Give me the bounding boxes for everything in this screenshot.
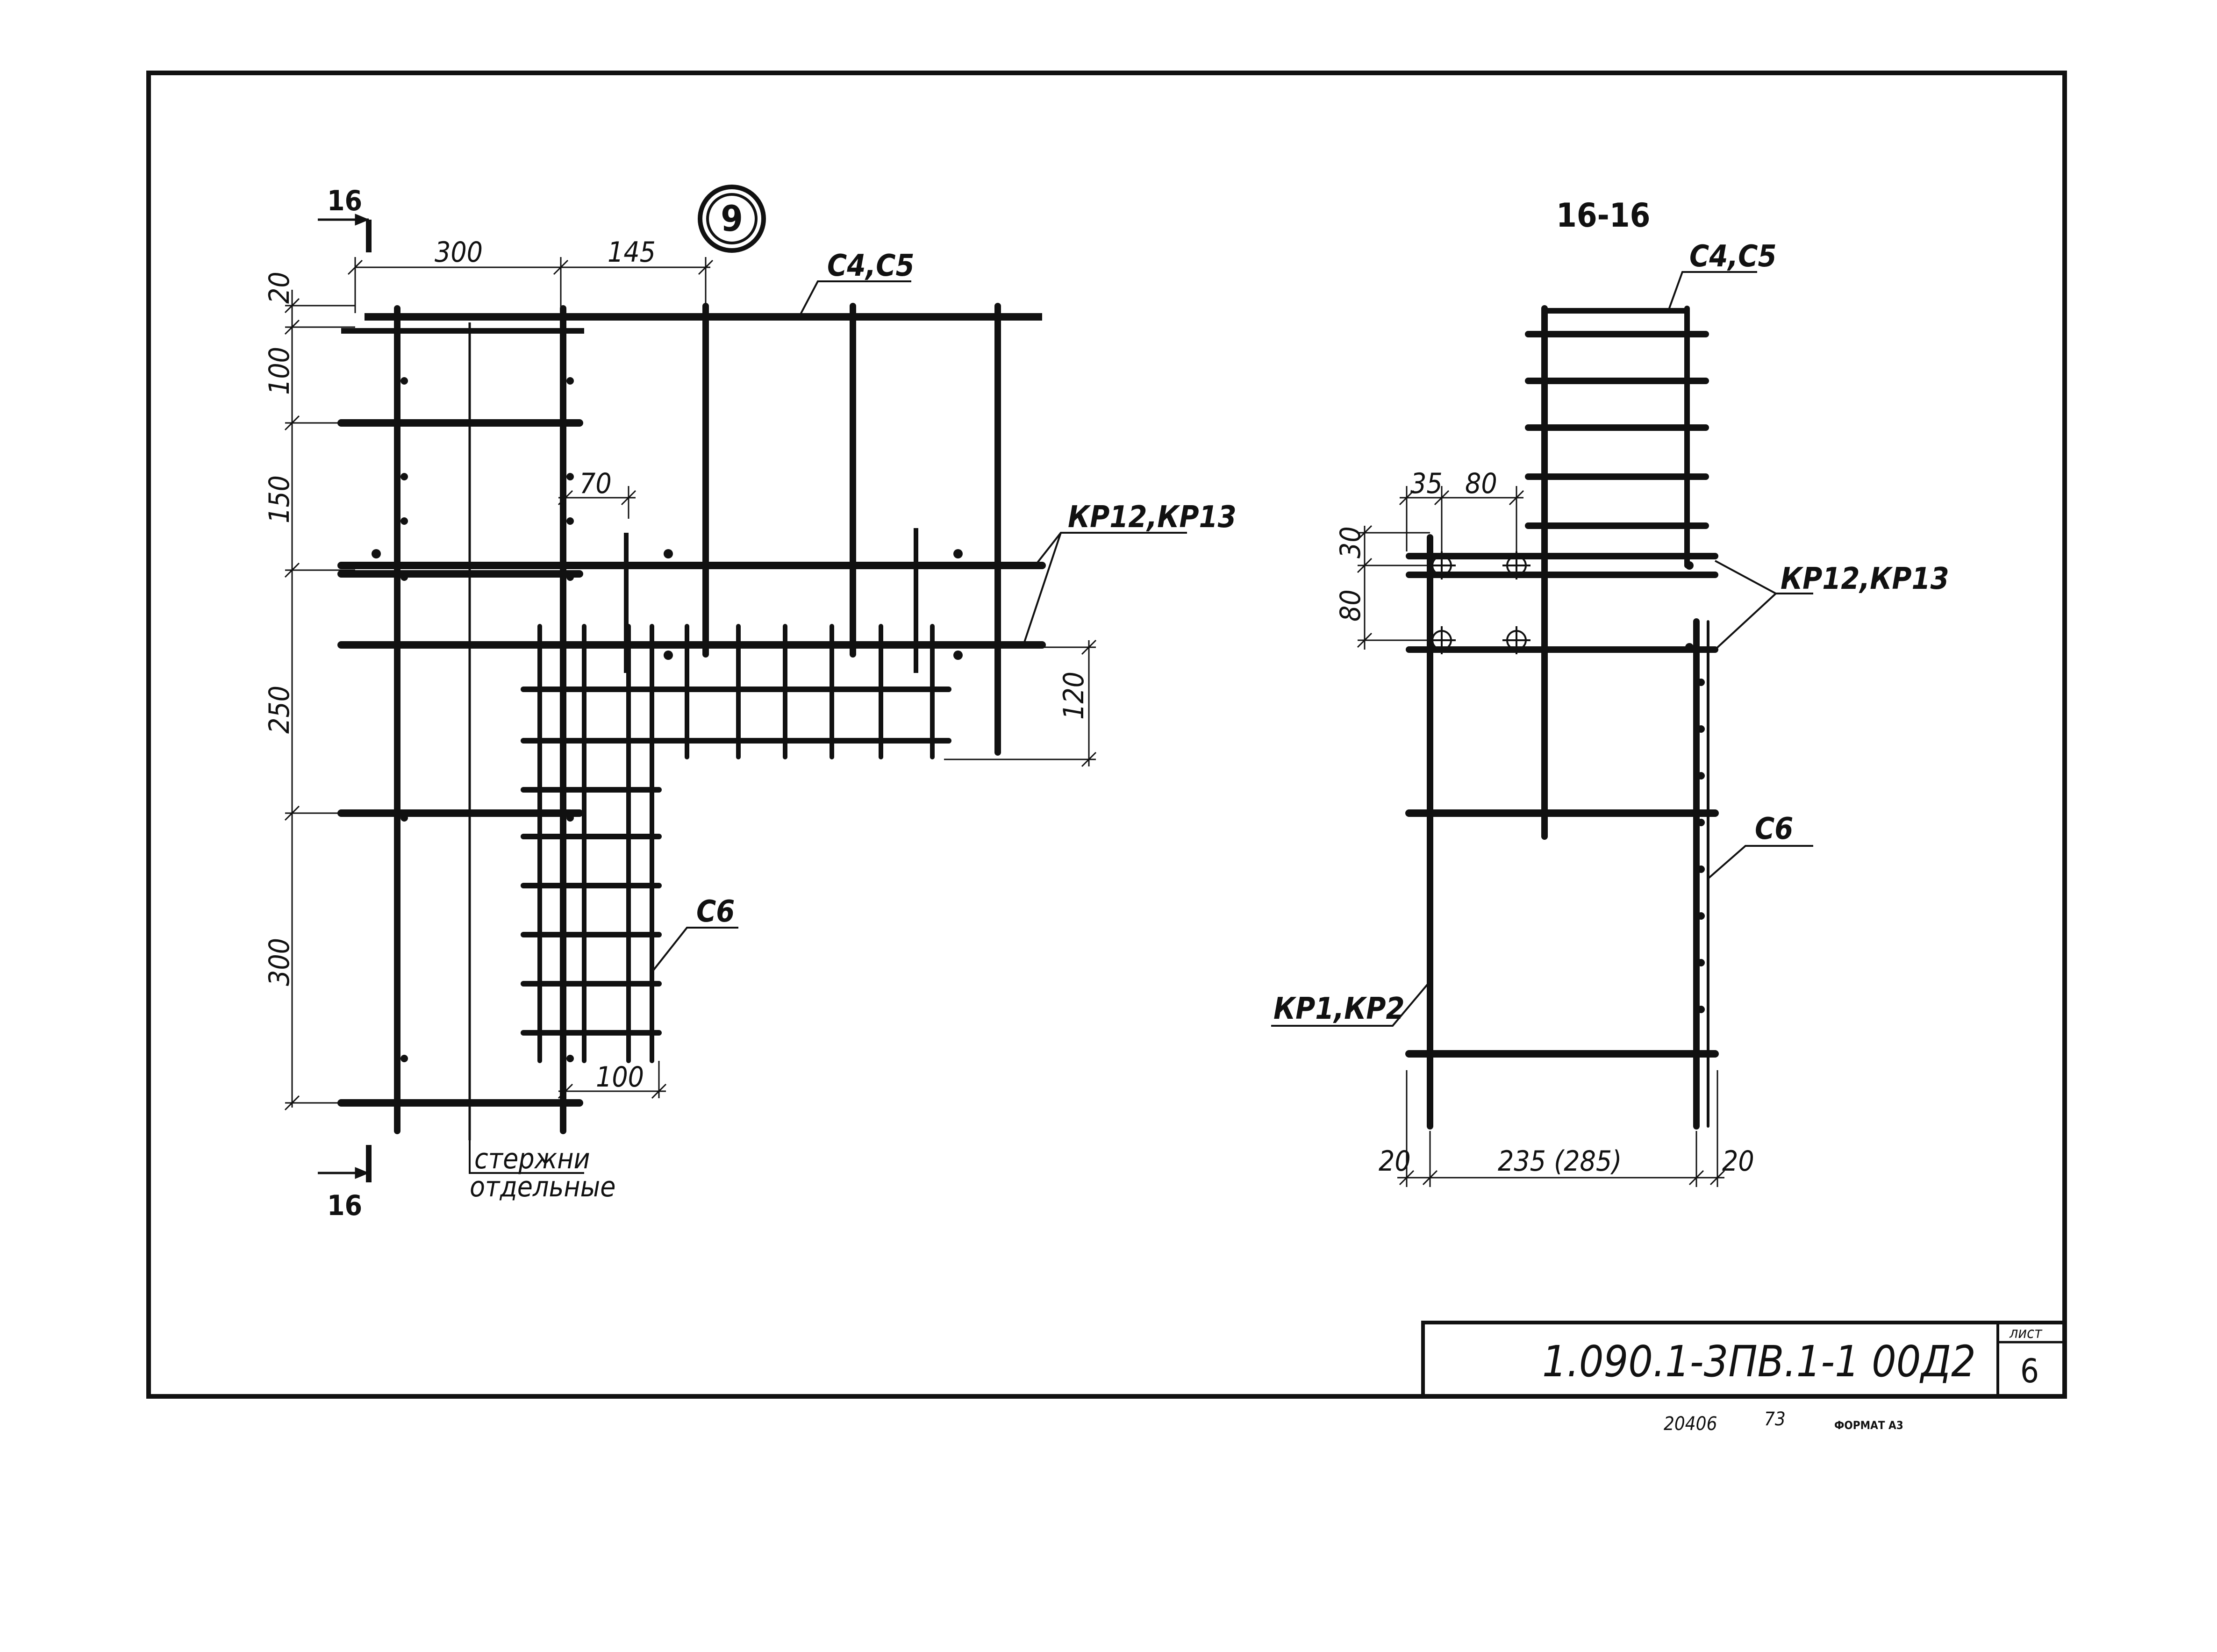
sheet-label: лист: [2009, 1324, 2043, 1342]
section-label-c4c5: С4,С5: [1689, 239, 1777, 274]
plan-short-rods: [624, 528, 918, 673]
dim-145: 145: [608, 236, 656, 269]
dim-120: 120: [1058, 672, 1090, 720]
node-marker: 9: [698, 185, 766, 253]
section-marker-label-top: 16: [327, 185, 362, 217]
dim-100-bottom: 100: [596, 1061, 644, 1094]
section-marker-label-bottom: 16: [327, 1189, 362, 1222]
label-c4c5: С4,С5: [827, 249, 915, 283]
label-kp12-kp13: КР12,КР13: [1068, 500, 1237, 535]
section-bottom-dims: [1397, 1070, 1725, 1187]
dim-300: 300: [435, 236, 483, 269]
dim-150: 150: [263, 475, 296, 523]
sheet-number: 6: [2020, 1352, 2039, 1390]
dim-120-lines: [935, 639, 1097, 767]
label-rods-line1: стержни: [474, 1143, 590, 1175]
section-title: 16-16: [1556, 196, 1650, 235]
c6-grid-horizontals: [521, 687, 951, 1036]
drawing-frame: [146, 71, 2067, 1399]
dim-20: 20: [263, 272, 296, 304]
plan-vertical-rods: [394, 303, 1001, 1134]
section-view: 16-16: [1271, 196, 1949, 1187]
section-lower-cage: [1405, 534, 1719, 1130]
dim-20-right: 20: [1722, 1145, 1754, 1178]
section-label-kp1: КР1,КР2: [1273, 992, 1405, 1026]
dim-300-left: 300: [263, 938, 296, 986]
dim-100-bottom-lines: [558, 1061, 667, 1099]
section-leaders: [1271, 271, 1813, 1027]
plan-view: 9 16 16 300 145: [263, 185, 1237, 1222]
section-label-kp12: КР12,КР13: [1781, 562, 1949, 596]
section-c6-dots: [1685, 561, 1705, 1013]
title-block: 1.090.1-3ПВ.1-1 00Д2 лист 6: [1421, 1321, 2067, 1398]
c6-grid-verticals: [537, 624, 935, 1063]
dim-30: 30: [1334, 526, 1367, 558]
dim-250: 250: [263, 686, 296, 734]
dim-80-left: 80: [1334, 589, 1367, 622]
dim-80-top: 80: [1465, 467, 1497, 500]
section-top-dims: [1399, 486, 1524, 551]
section-left-dims: [1357, 525, 1430, 650]
dim-70-lines: [558, 486, 636, 519]
footer-num: 73: [1764, 1409, 1786, 1430]
plan-bar-dots: [372, 377, 963, 1062]
dim-35: 35: [1410, 467, 1443, 500]
dim-20-left: 20: [1379, 1145, 1411, 1178]
footer: 20406 73 ФОРМАТ А3: [1664, 1409, 1903, 1435]
section-marker-top: 16: [318, 185, 372, 252]
top-dimension-chain: [347, 257, 714, 313]
rod-c4c5: [341, 313, 1042, 334]
plan-horizontal-bars: [337, 419, 1046, 1107]
plan-leaders: [469, 280, 1187, 1174]
dim-70: 70: [579, 467, 612, 500]
footer-format: ФОРМАТ А3: [1834, 1419, 1903, 1432]
footer-inv: 20406: [1664, 1413, 1717, 1435]
section-marker-bottom: 16: [318, 1145, 372, 1222]
section-rod-symbols: [1428, 551, 1530, 654]
dim-100: 100: [263, 347, 296, 395]
label-c6: С6: [696, 894, 735, 929]
node-number: 9: [721, 198, 743, 239]
label-rods-line2: отдельные: [470, 1171, 615, 1203]
title-code: 1.090.1-3ПВ.1-1 00Д2: [1542, 1337, 1976, 1387]
dim-235-285: 235 (285): [1498, 1145, 1622, 1178]
section-label-c6: С6: [1755, 812, 1793, 846]
